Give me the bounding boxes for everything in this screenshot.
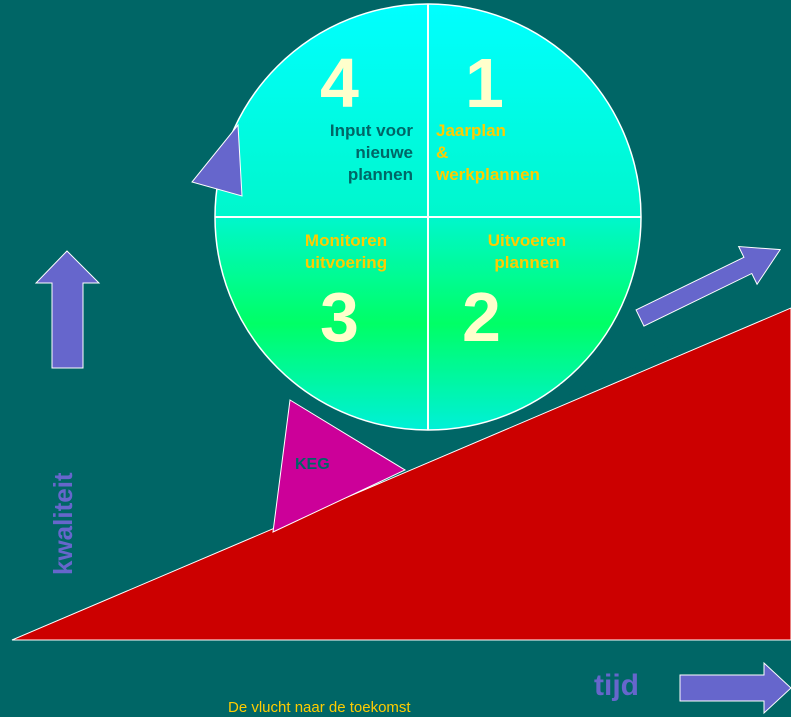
y-axis-label: kwaliteit — [48, 472, 78, 575]
quadrant-3-label: Monitoren uitvoering — [304, 231, 388, 272]
quadrant-1-number: 1 — [465, 44, 504, 122]
quadrant-3-number: 3 — [320, 278, 359, 356]
quadrant-2-label: Uitvoeren plannen — [487, 231, 567, 272]
x-axis-label: tijd — [594, 669, 639, 702]
quadrant-2-number: 2 — [462, 278, 501, 356]
up-arrow-icon — [34, 250, 101, 369]
rotation-arrow-icon — [191, 123, 243, 197]
right-arrow-icon — [679, 661, 791, 715]
pdca-circle — [214, 3, 642, 431]
footer-caption: De vlucht naar de toekomst — [228, 699, 411, 716]
wedge-slope — [11, 307, 791, 641]
quadrant-4-number: 4 — [320, 44, 359, 122]
keg-chock — [272, 399, 407, 533]
quadrant-4-label: Input voor nieuwe plannen — [329, 121, 413, 184]
diagonal-arrow-icon — [635, 245, 782, 327]
quadrant-1-label: Jaarplan & werkplannen — [436, 121, 540, 184]
keg-label: KEG — [295, 456, 330, 473]
